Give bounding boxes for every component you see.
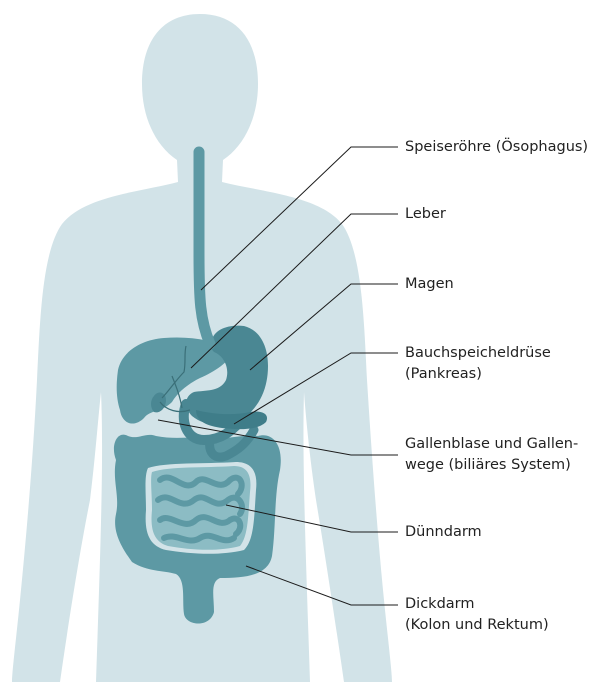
label-gallbladder-line2: wege (biliäres System)	[405, 455, 578, 476]
label-liver: Leber	[405, 204, 446, 225]
label-stomach-text: Magen	[405, 274, 454, 295]
label-liver-text: Leber	[405, 204, 446, 225]
label-pancreas: Bauchspeicheldrüse (Pankreas)	[405, 343, 551, 385]
label-stomach: Magen	[405, 274, 454, 295]
label-large-intestine: Dickdarm (Kolon und Rektum)	[405, 594, 549, 636]
label-small-intestine: Dünndarm	[405, 522, 482, 543]
label-small-intestine-text: Dünndarm	[405, 522, 482, 543]
label-pancreas-line2: (Pankreas)	[405, 364, 551, 385]
label-gallbladder-line1: Gallenblase und Gallen-	[405, 434, 578, 455]
label-gallbladder: Gallenblase und Gallen- wege (biliäres S…	[405, 434, 578, 476]
label-large-intestine-line1: Dickdarm	[405, 594, 549, 615]
label-esophagus: Speiseröhre (Ösophagus)	[405, 137, 588, 158]
label-large-intestine-line2: (Kolon und Rektum)	[405, 615, 549, 636]
label-pancreas-line1: Bauchspeicheldrüse	[405, 343, 551, 364]
label-esophagus-text: Speiseröhre (Ösophagus)	[405, 137, 588, 158]
